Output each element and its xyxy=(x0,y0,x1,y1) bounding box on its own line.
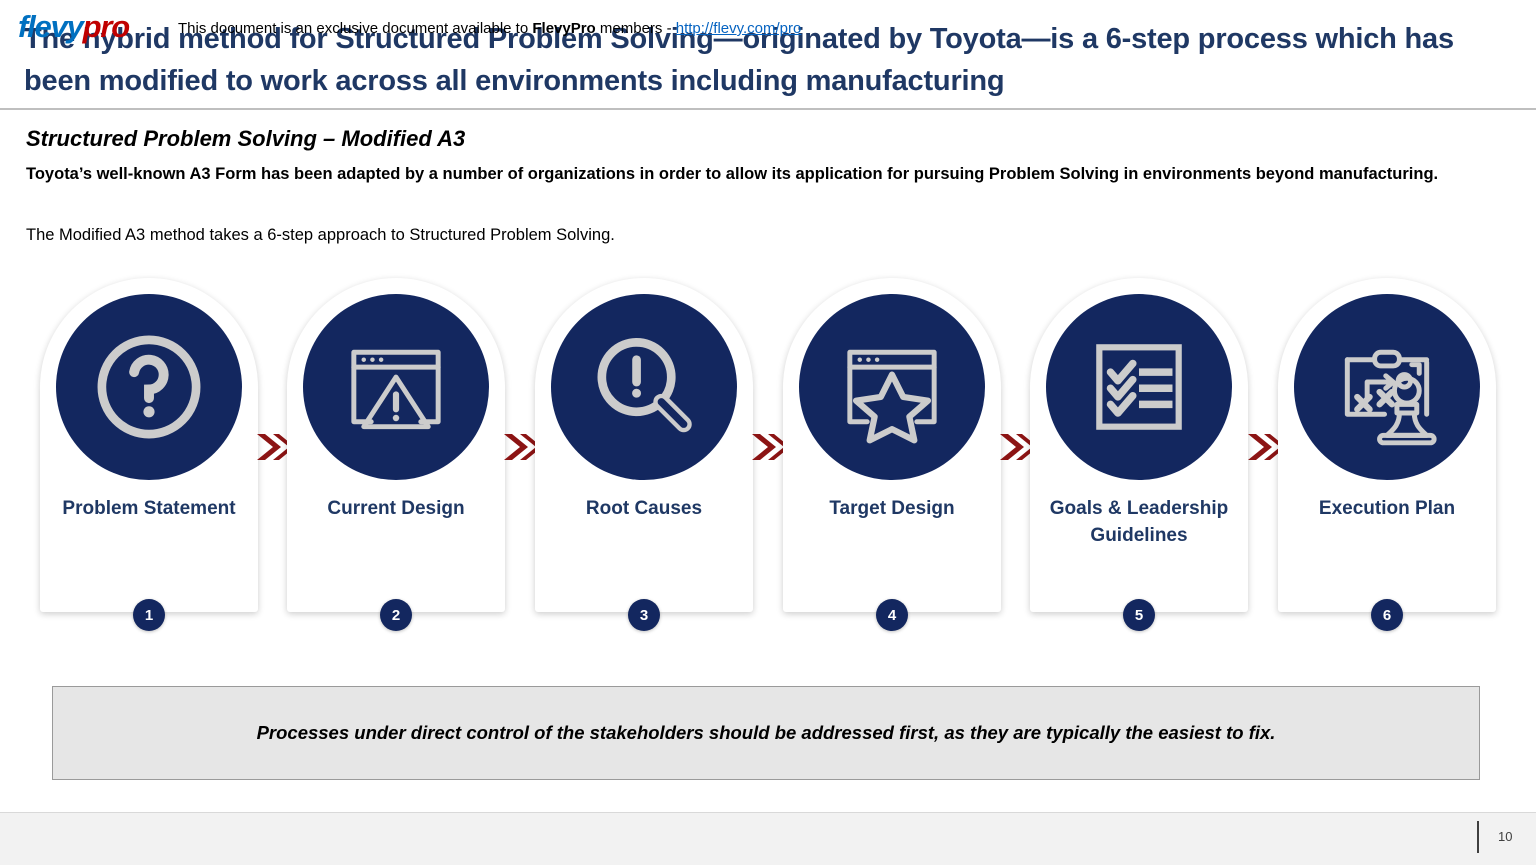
footer-note-after: members - xyxy=(595,20,676,37)
footer-link[interactable]: http://flevy.com/pro xyxy=(675,20,802,37)
footer-note: This document is an exclusive document a… xyxy=(178,20,801,37)
process-step-label: Execution Plan xyxy=(1318,498,1456,519)
logo-flevy-text: flevy xyxy=(18,9,84,44)
section-heading: Structured Problem Solving – Modified A3 xyxy=(26,126,466,151)
process-step-badge: 4 xyxy=(876,599,908,631)
page-title: The hybrid method for Structured Problem… xyxy=(24,23,1454,98)
double-chevron-right-icon xyxy=(996,426,1038,468)
process-step-badge: 3 xyxy=(628,599,660,631)
footer-divider xyxy=(1477,821,1479,853)
browser-window-star-icon xyxy=(799,294,985,480)
footer-bar xyxy=(0,812,1536,865)
process-step-label: Target Design xyxy=(829,498,955,519)
footer-note-brand: FlevyPro xyxy=(532,20,596,37)
process-step-badge: 2 xyxy=(380,599,412,631)
process-step-5[interactable]: Goals & Leadership Guidelines 5 xyxy=(1030,278,1248,631)
checklist-icon xyxy=(1046,294,1232,480)
callout-box: Processes under direct control of the st… xyxy=(52,686,1480,780)
callout-text: Processes under direct control of the st… xyxy=(256,722,1276,743)
footer-note-before: This document is an exclusive document a… xyxy=(178,20,533,37)
lead-paragraph: Toyota’s well-known A3 Form has been ada… xyxy=(26,165,1439,183)
page-number: 10 xyxy=(1498,829,1513,844)
browser-window-warning-icon xyxy=(303,294,489,480)
double-chevron-right-icon xyxy=(253,426,295,468)
header-divider xyxy=(0,108,1536,110)
double-chevron-right-icon xyxy=(748,426,790,468)
process-step-badge: 1 xyxy=(133,599,165,631)
question-mark-circle-icon xyxy=(56,294,242,480)
sub-paragraph: The Modified A3 method takes a 6-step ap… xyxy=(26,226,615,244)
process-step-badge: 5 xyxy=(1123,599,1155,631)
double-chevron-right-icon xyxy=(1244,426,1286,468)
process-step-label: Problem Statement xyxy=(62,498,236,519)
process-step-badge: 6 xyxy=(1371,599,1403,631)
process-step-4[interactable]: Target Design 4 xyxy=(783,278,1001,631)
magnifier-exclamation-icon xyxy=(551,294,737,480)
process-step-6[interactable]: Execution Plan 6 xyxy=(1278,278,1496,631)
process-step-3[interactable]: Root Causes 3 xyxy=(535,278,753,631)
flevypro-logo: flevypro xyxy=(18,9,131,44)
strategy-board-chess-pawn-icon xyxy=(1294,294,1480,480)
double-chevron-right-icon xyxy=(500,426,542,468)
process-step-2[interactable]: Current Design 2 xyxy=(287,278,505,631)
process-step-row: Problem Statement 1 Current Design 2 xyxy=(0,278,1536,638)
process-step-label: Goals & Leadership Guidelines xyxy=(1049,498,1229,546)
process-step-label: Root Causes xyxy=(585,498,703,519)
process-step-label: Current Design xyxy=(327,498,465,519)
logo-pro-text: pro xyxy=(82,9,131,44)
process-step-1[interactable]: Problem Statement 1 xyxy=(40,278,258,631)
